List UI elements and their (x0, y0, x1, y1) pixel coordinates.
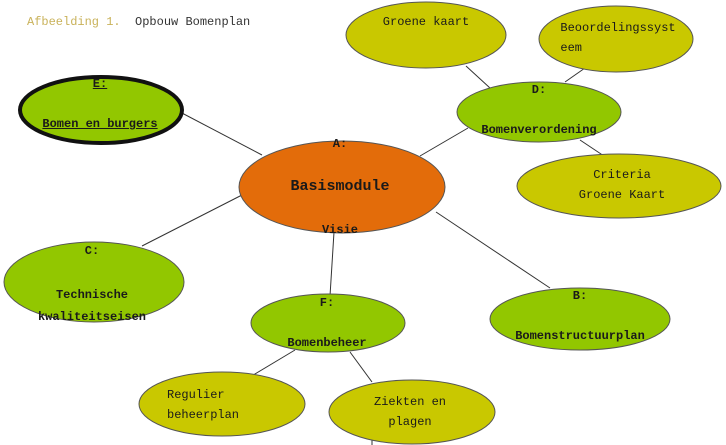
node-f-title: Bomenbeheer (287, 336, 367, 350)
connector-d-groene-kaart (465, 65, 491, 89)
node-c-title: Technische kwaliteitseisen (37, 288, 147, 324)
node-a-label: A: Basismodule Visie (290, 114, 389, 260)
node-b-letter: B: (572, 289, 588, 303)
node-b-label: B: Bomenstructuurplan (515, 266, 645, 366)
node-regulier-shape (138, 371, 306, 437)
node-f-shape (250, 293, 406, 353)
node-groene-kaart-label: Groene kaart (382, 15, 470, 29)
node-a-letter: A: (332, 137, 348, 151)
node-f-letter: F: (319, 296, 335, 310)
connector-a-b (435, 211, 551, 289)
node-regulier-label: Regulier beheerplan (166, 388, 240, 422)
node-groene-kaart-shape (345, 1, 507, 69)
node-b-title: Bomenstructuurplan (515, 329, 645, 343)
node-d-letter: D: (531, 83, 547, 97)
node-d-shape (456, 81, 622, 143)
caption-title: Opbouw Bomenplan (135, 15, 251, 29)
caption-label: Afbeelding 1. (27, 15, 121, 29)
figure-caption: Afbeelding 1. Opbouw Bomenplan (27, 15, 250, 29)
node-a-subtitle: Visie (321, 223, 358, 237)
connector-a-c (141, 194, 243, 247)
node-d-label: D: Bomenverordening (481, 60, 596, 160)
connector-a-e (179, 111, 263, 156)
connector-f-regulier (249, 349, 296, 378)
connector-f-ziekten (349, 351, 373, 383)
connectors (141, 65, 611, 445)
node-b-shape (489, 287, 671, 351)
node-e-label: E: Bomen en burgers (42, 54, 157, 154)
connector-d-beoordeling (564, 67, 586, 83)
node-e-title: Bomen en burgers (42, 117, 158, 131)
node-f-label: F: Bomenbeheer (287, 273, 366, 373)
node-ziekten-shape (328, 379, 496, 445)
node-criteria-shape (516, 153, 722, 219)
node-c-label: C: Technische kwaliteitseisen (38, 218, 146, 350)
node-c-shape (3, 241, 185, 323)
connector-a-d (419, 127, 469, 157)
connector-a-f (329, 231, 335, 297)
node-beoordelingssysteem-shape (538, 5, 694, 73)
node-ziekten-label: Ziekten en plagen (373, 395, 447, 429)
node-a-title: Basismodule (290, 178, 390, 195)
node-e-shape (18, 75, 184, 145)
node-d-title: Bomenverordening (481, 123, 597, 137)
node-e-letter: E: (92, 77, 108, 91)
node-beoordelingssysteem-label: Beoordelingssyst eem (560, 21, 676, 55)
node-c-letter: C: (84, 244, 100, 258)
node-criteria-label: Criteria Groene Kaart (578, 168, 666, 202)
node-a-shape (238, 140, 446, 234)
